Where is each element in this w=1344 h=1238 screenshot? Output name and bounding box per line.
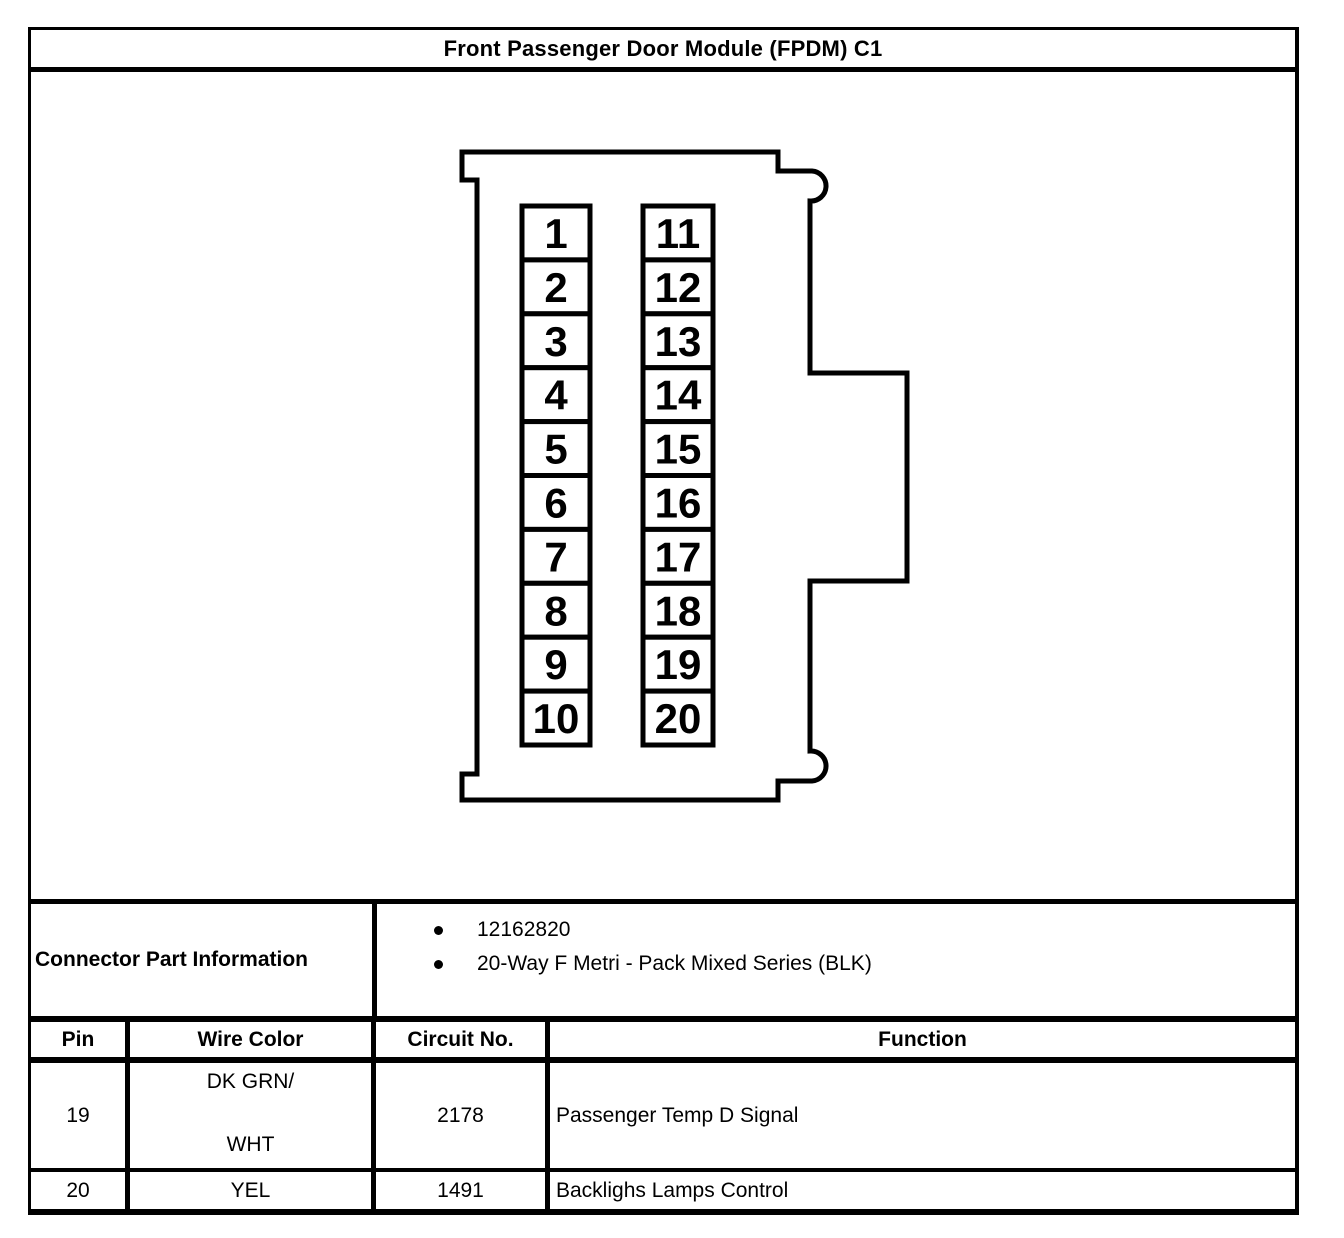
pin-box <box>519 634 593 694</box>
cell-pin: 19 <box>31 1063 130 1168</box>
part-info-label: Connector Part Information <box>31 904 377 1016</box>
header-cell-circuit-no: Circuit No. <box>376 1022 550 1057</box>
connector-outline <box>459 149 910 803</box>
cell-wire-color: DK GRN/WHT <box>130 1063 376 1168</box>
pin-number: 15 <box>655 426 702 473</box>
pin-box <box>519 473 593 532</box>
wire-color-line: DK GRN/ <box>206 1070 295 1093</box>
pin-box <box>519 419 593 479</box>
cell-function: Backlighs Lamps Control <box>556 1178 789 1202</box>
pin-box <box>519 688 593 748</box>
pin-number: 7 <box>544 533 567 580</box>
wire-color-line: YEL <box>230 1178 271 1202</box>
pin-number: 4 <box>544 372 568 419</box>
pin-number: 17 <box>655 533 702 580</box>
bullet-icon <box>434 925 443 935</box>
part-info-item: 20-Way F Metri - Pack Mixed Series (BLK) <box>434 947 1295 981</box>
pin-number: 19 <box>655 641 702 688</box>
pin-box <box>640 688 716 748</box>
pin-number: 9 <box>544 641 567 688</box>
cell-circuit-no: 2178 <box>376 1063 550 1168</box>
title-bar: Front Passenger Door Module (FPDM) C1 <box>31 30 1295 72</box>
cell-function: Passenger Temp D Signal <box>556 1103 799 1127</box>
part-info-item-text: 20-Way F Metri - Pack Mixed Series (BLK) <box>477 952 872 975</box>
pin-box <box>640 365 716 425</box>
wire-color-line: WHT <box>226 1133 275 1156</box>
part-info-item: 12162820 <box>434 913 1295 947</box>
part-info-list: 12162820 20-Way F Metri - Pack Mixed Seri… <box>377 904 1295 1016</box>
pin-number: 2 <box>544 264 567 311</box>
header-cell-function: Function <box>878 1027 967 1051</box>
header-cell-pin: Pin <box>31 1022 130 1057</box>
part-info-item-text: 12162820 <box>477 918 571 941</box>
pin-table-header: Pin Wire Color Circuit No. Function <box>31 1022 1295 1063</box>
pin-box <box>640 203 716 263</box>
pin-box <box>519 580 593 640</box>
page-title: Front Passenger Door Module (FPDM) C1 <box>443 35 883 61</box>
cell-wire-color: YEL <box>130 1172 376 1209</box>
pin-number: 3 <box>544 318 567 365</box>
pin-number: 13 <box>655 318 702 365</box>
pin-number: 6 <box>544 479 567 526</box>
pin-number: 14 <box>655 372 702 419</box>
pin-number: 1 <box>544 210 567 257</box>
pin-number: 12 <box>655 264 702 311</box>
pin-box <box>640 311 716 371</box>
pin-box <box>640 419 716 479</box>
pin-number: 5 <box>544 426 567 473</box>
pin-box <box>640 580 716 640</box>
bullet-icon <box>434 959 443 969</box>
pin-number: 20 <box>655 695 702 742</box>
header-cell-wire-color: Wire Color <box>130 1022 376 1057</box>
pin-number: 8 <box>544 587 567 634</box>
pin-box <box>640 257 716 317</box>
pin-number: 10 <box>533 695 580 742</box>
pin-box <box>519 257 593 317</box>
cell-pin: 20 <box>31 1172 130 1209</box>
pin-number: 11 <box>656 210 700 257</box>
pin-number: 16 <box>655 479 702 526</box>
part-info-row: Connector Part Information 12162820 20-Wa… <box>31 904 1295 1022</box>
cell-circuit-no: 1491 <box>376 1172 550 1209</box>
pin-box <box>519 526 593 586</box>
pin-number: 18 <box>655 587 702 634</box>
